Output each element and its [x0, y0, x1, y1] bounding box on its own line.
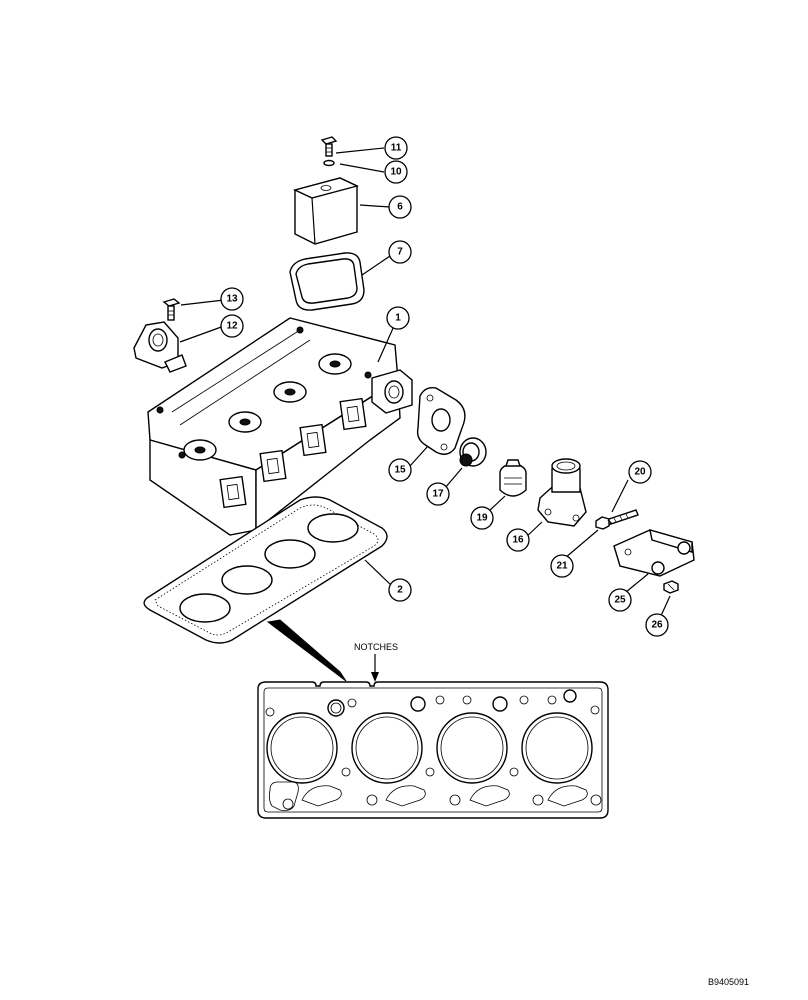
- callout-13: 13: [220, 287, 244, 311]
- svg-text:10: 10: [390, 167, 402, 178]
- notches-label: NOTCHES: [354, 642, 398, 652]
- callout-2: 2: [388, 578, 412, 602]
- bolt-part-26: [663, 580, 679, 594]
- svg-text:6: 6: [397, 202, 403, 213]
- svg-text:16: 16: [512, 535, 524, 546]
- gasket-part-15: [416, 386, 466, 455]
- seal-part-17: [459, 437, 487, 467]
- bolt-part-21: [607, 519, 613, 525]
- svg-text:17: 17: [432, 489, 444, 500]
- svg-text:21: 21: [556, 561, 568, 572]
- svg-text:13: 13: [226, 294, 238, 305]
- thermostat-part-19: [499, 459, 527, 497]
- notches-arrowhead: [371, 672, 379, 682]
- bolt-part-20: [595, 509, 639, 530]
- callout-25: 25: [608, 588, 632, 612]
- bracket-part-25: [613, 529, 695, 577]
- callout-6: 6: [388, 195, 412, 219]
- gasket-detail-view: [257, 681, 609, 819]
- svg-text:11: 11: [391, 143, 402, 154]
- cylinder-head-details: [156, 326, 413, 509]
- callout-19: 19: [470, 506, 494, 530]
- svg-text:26: 26: [651, 620, 663, 631]
- figure-id: B9405091: [708, 977, 749, 987]
- callout-12: 12: [220, 314, 244, 338]
- thermostat-housing-part-16: [537, 458, 587, 527]
- svg-text:25: 25: [614, 595, 626, 606]
- callout-26: 26: [645, 613, 669, 637]
- svg-text:15: 15: [394, 465, 406, 476]
- svg-text:1: 1: [395, 313, 401, 324]
- leader-lines: [179, 147, 671, 619]
- gasket-part-7: [289, 252, 365, 311]
- callout-21: 21: [550, 554, 574, 578]
- svg-text:12: 12: [226, 321, 238, 332]
- lifting-bracket-part-12: [133, 321, 187, 373]
- washer-part-10: [323, 159, 335, 167]
- callout-1: 1: [386, 306, 410, 330]
- svg-text:19: 19: [476, 513, 488, 524]
- callout-17: 17: [426, 482, 450, 506]
- svg-text:7: 7: [397, 247, 403, 258]
- callout-16: 16: [506, 528, 530, 552]
- head-gasket-part-2: [143, 496, 388, 644]
- bolt-part-11: [320, 136, 338, 157]
- callout-10: 10: [384, 160, 408, 184]
- callout-20: 20: [628, 460, 652, 484]
- cover-part-6: [292, 177, 360, 245]
- svg-text:2: 2: [397, 585, 403, 596]
- callout-11: 11: [384, 136, 408, 160]
- svg-text:20: 20: [634, 467, 646, 478]
- cylinder-head-part-1: [147, 317, 413, 536]
- bolt-part-13: [162, 298, 181, 321]
- callout-7: 7: [388, 240, 412, 264]
- callout-15: 15: [388, 458, 412, 482]
- detail-pointer: [266, 619, 347, 682]
